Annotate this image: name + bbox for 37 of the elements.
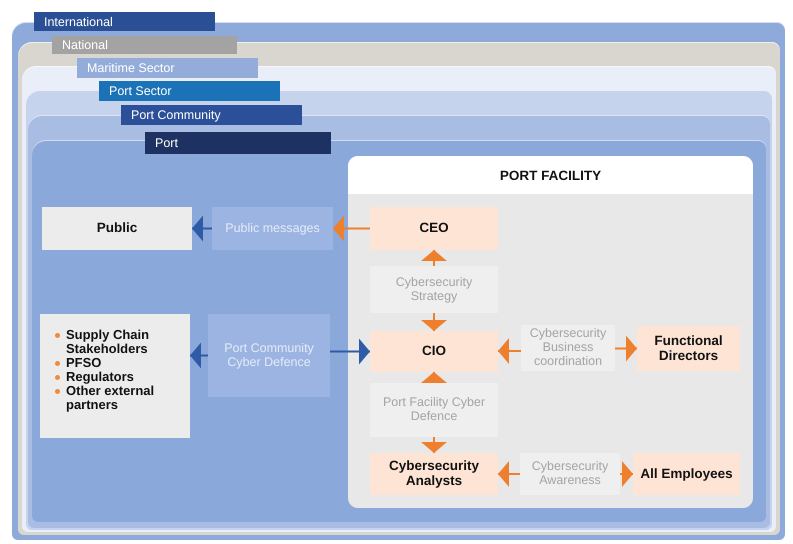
arrow xyxy=(330,338,370,364)
connector-label-box: Public messages xyxy=(212,207,333,250)
layer-tab: International xyxy=(34,12,215,31)
role-box: CEO xyxy=(370,207,498,250)
arrow xyxy=(192,216,212,242)
layer-tab: Port Community xyxy=(121,105,302,125)
panel-title: PORT FACILITY xyxy=(348,156,753,194)
list-item: Regulators xyxy=(66,369,134,384)
role-box: Public xyxy=(42,207,192,250)
arrow xyxy=(421,250,447,266)
text-box xyxy=(40,314,190,438)
layer-tab: Maritime Sector xyxy=(77,58,258,78)
arrow xyxy=(615,336,637,362)
role-box: CIO xyxy=(370,331,498,372)
arrow xyxy=(421,372,447,383)
role-box: All Employees xyxy=(633,453,740,495)
role-box: Functional Directors xyxy=(637,326,740,371)
list-item: Supply Chain Stakeholders xyxy=(66,327,150,356)
arrow xyxy=(333,216,370,242)
role-box: Cybersecurity Analysts xyxy=(370,453,498,495)
connector-label-box: Port Community Cyber Defence xyxy=(208,314,330,397)
arrow xyxy=(421,313,447,331)
arrow xyxy=(421,437,447,453)
layer-tab: Port Sector xyxy=(99,81,280,101)
connector-label-box: Port Facility Cyber Defence xyxy=(370,383,498,437)
list-item: PFSO xyxy=(66,355,102,370)
list-item: Other external partners xyxy=(66,383,154,412)
arrow xyxy=(620,461,633,487)
connector-label-box: Cybersecurity Strategy xyxy=(370,266,498,313)
layer-tab: National xyxy=(52,36,237,54)
arrow xyxy=(190,342,208,368)
connector-label-box: Cybersecurity Awareness xyxy=(520,453,620,495)
connector-label-box: Cybersecurity Business coordination xyxy=(521,325,615,371)
facility-panel xyxy=(348,156,753,508)
layer-tab: Port xyxy=(145,132,331,154)
arrow xyxy=(498,461,520,487)
arrow xyxy=(498,338,521,364)
